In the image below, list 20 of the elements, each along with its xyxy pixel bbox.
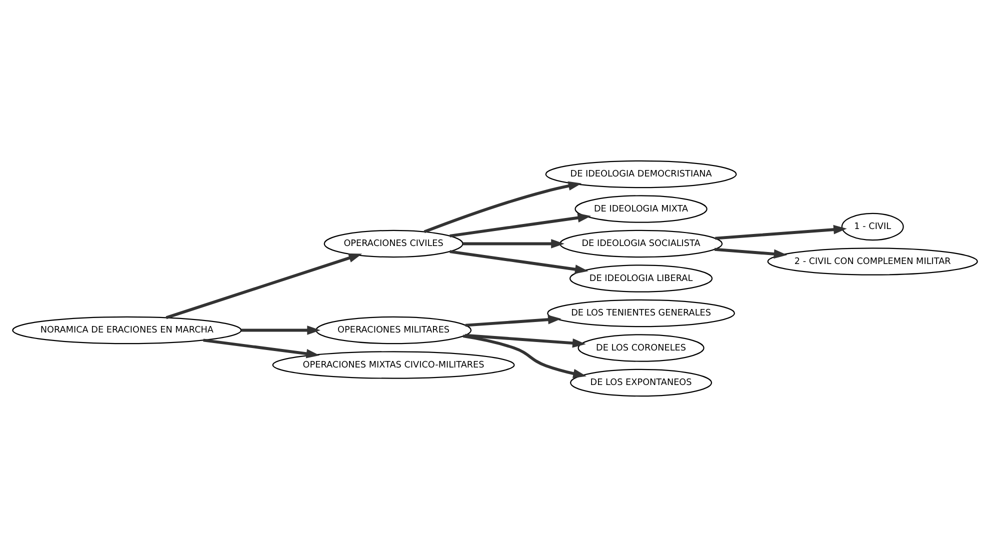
node-ellipse: OPERACIONES CIVILES xyxy=(324,229,464,258)
arrow xyxy=(241,325,320,334)
arrow xyxy=(166,252,362,319)
arrow xyxy=(465,333,586,348)
node-ellipse: 1 - CIVIL xyxy=(841,212,904,240)
arrow xyxy=(203,338,320,358)
node-ellipse: OPERACIONES MIXTAS CIVICO-MILITARES xyxy=(272,350,515,378)
node-ellipse: DE LOS CORONELES xyxy=(578,334,704,362)
arrow xyxy=(465,314,562,326)
arrow xyxy=(450,212,592,237)
arrow xyxy=(714,247,788,258)
node-ellipse: OPERACIONES MILITARES xyxy=(316,316,472,344)
arrow xyxy=(462,238,564,248)
arrow xyxy=(450,250,588,274)
node-ellipse: DE IDEOLOGIA DEMOCRISTIANA xyxy=(545,160,737,188)
node-ellipse: NORAMICA DE ERACIONES EN MARCHA xyxy=(12,316,242,344)
arrow xyxy=(462,334,586,378)
arrow xyxy=(424,180,582,233)
node-ellipse: DE IDEOLOGIA SOCIALISTA xyxy=(559,229,723,258)
arrow xyxy=(715,224,847,240)
